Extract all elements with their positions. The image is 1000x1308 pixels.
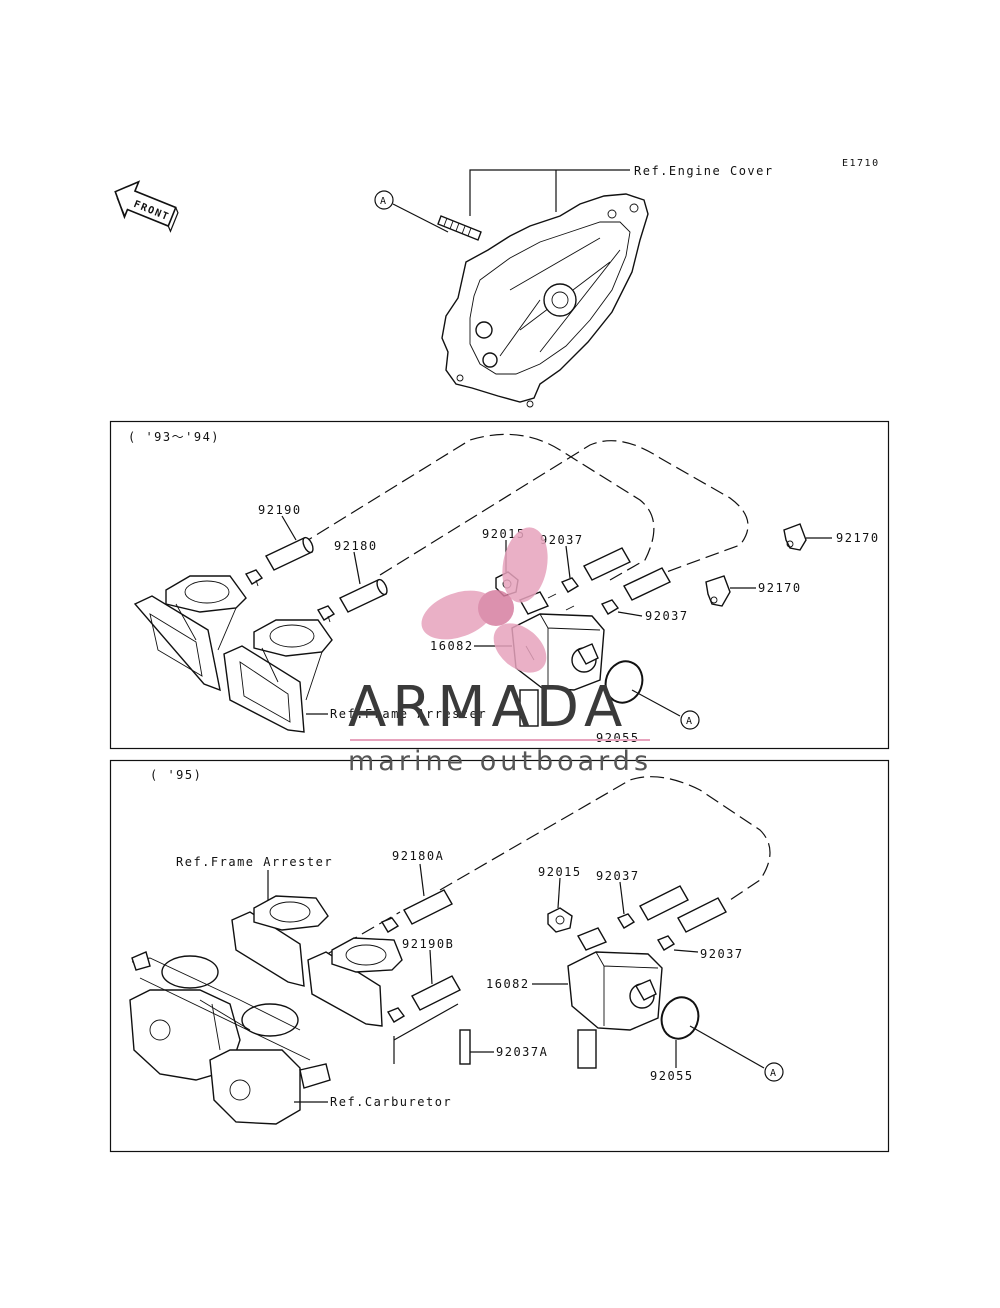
label-92037-1-side: 92037 [645,609,689,623]
label-92190b: 92190B [402,937,454,951]
clip-92037-2a [380,917,400,933]
svg-text:A: A [380,196,388,207]
watermark-subtitle: marine outboards [348,746,652,777]
engine-cover [441,193,649,408]
label-92037a: 92037A [496,1045,548,1059]
label-92037-1-top: 92037 [540,533,584,547]
hose-92180 [339,578,388,613]
propeller-icon [421,527,548,673]
panel-93-94-years: ( '93～'94) [128,430,220,444]
leader-92180 [353,551,361,585]
frame-arrester-2 [231,895,403,1027]
panel-93-94-frame [109,420,890,750]
leader-92015-2 [557,877,561,909]
hose-path-3 [439,776,771,901]
hose-right-3 [639,885,689,921]
watermark-title: ARMADA [348,675,628,740]
armada-watermark: ARMADA marine outboards [348,527,652,777]
clamp-92170-b [705,575,731,607]
clip-92037-1b [316,605,336,623]
callout-a-panel-2: A [764,1062,784,1082]
clip-92037-1c [560,577,580,593]
leader-92190 [281,515,297,541]
label-92190: 92190 [258,503,302,517]
ref-frame-arrester-2-label: Ref.Frame Arrester [176,855,333,869]
front-arrow-icon: FRONT [114,180,179,233]
hose-92190b [411,975,461,1011]
clip-group-leader [393,1003,459,1064]
diagram-code: E1710 [842,158,880,169]
housing-16082-2 [567,927,663,1069]
panel-95-years: ( '95) [150,768,202,782]
clip-92037-2b [386,1007,406,1023]
nut-92015-2 [547,907,573,933]
ref-engine-cover-leader [469,169,630,216]
ref-engine-cover-label: Ref.Engine Cover [634,164,774,178]
clip-92037-1d [600,599,620,615]
hose-92190 [265,536,314,571]
hose-path-2 [379,440,749,579]
leader-92037-2-top [619,881,625,915]
frame-arrester-1 [133,575,333,733]
stud-bolt [437,215,482,241]
label-92180: 92180 [334,539,378,553]
leader-92037-1-top [565,545,571,579]
panel-95-frame [109,759,890,1153]
label-92170-b: 92170 [758,581,802,595]
label-92037-2-top: 92037 [596,869,640,883]
ref-carburetor-label: Ref.Carburetor [330,1095,452,1109]
label-16082-2: 16082 [486,977,530,991]
leader-92037-1-side [617,611,643,617]
hose-right-1 [583,547,631,581]
label-92170-a: 92170 [836,531,880,545]
watermark-rule [350,739,650,741]
hose-92180a [403,889,453,925]
o-ring-92055-2 [660,996,700,1040]
label-92055-2: 92055 [650,1069,694,1083]
callout-a-panel-1: A [680,710,700,730]
hose-right-2 [623,567,671,601]
o-ring-92055-1 [604,660,644,704]
label-92180a: 92180A [392,849,444,863]
label-16082-1: 16082 [430,639,474,653]
leader-92190b [429,949,433,985]
clamp-92170-a [783,523,807,551]
label-92015-2: 92015 [538,865,582,879]
label-92037-2-side: 92037 [700,947,744,961]
leader-92037-2-side [673,949,699,953]
label-92055-1: 92055 [596,731,640,745]
callout-a-top: A [374,190,449,233]
clip-92037-2c [616,913,636,929]
svg-text:A: A [770,1068,778,1079]
hose-path-1 [299,433,655,581]
svg-text:A: A [686,716,694,727]
ref-frame-arrester-1-label: Ref.Frame Arrester [330,707,487,721]
pipe-92037a [459,1029,471,1065]
carburetor-assembly [129,951,331,1125]
leader-a-1 [631,689,681,717]
hose-right-4 [677,897,727,933]
leader-a-2 [689,1025,765,1069]
clip-92037-1a [244,569,264,587]
leader-92180a [419,863,425,897]
clip-92037-2d [656,935,676,951]
